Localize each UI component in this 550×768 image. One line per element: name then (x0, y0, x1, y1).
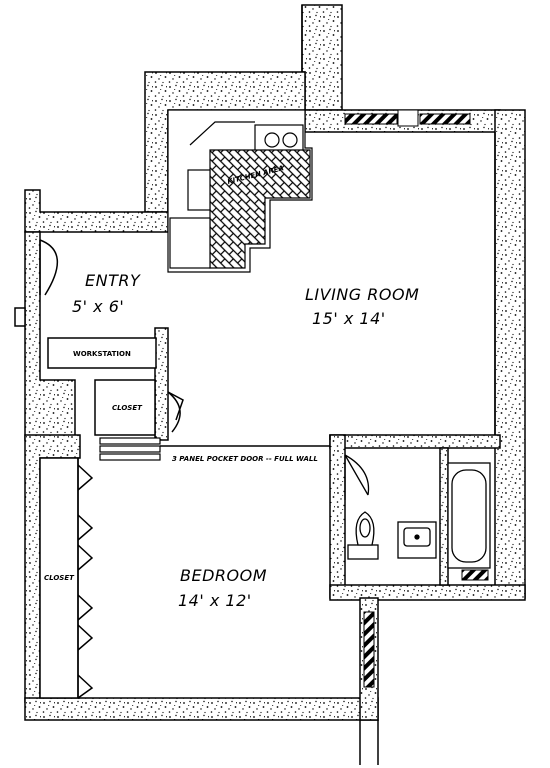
entry-size: 5' x 6' (72, 297, 124, 316)
kitchen (167, 109, 313, 273)
window-living-2 (419, 113, 471, 125)
wall-bath-bottom (329, 584, 526, 601)
wall-closet-right (154, 327, 169, 441)
kitchen-fridge (169, 217, 211, 269)
wall-entry-left (24, 231, 76, 441)
windows (344, 109, 489, 688)
pocket-door-label: 3 PANEL POCKET DOOR -- FULL WALL (172, 455, 318, 463)
window-living-1 (344, 113, 398, 125)
wall-right (494, 109, 526, 599)
workstation-label: WORKSTATION (73, 350, 131, 358)
closet-bifold-doors (77, 464, 94, 699)
wall-bath-top (329, 434, 501, 449)
closet-entry-label: CLOSET (112, 404, 143, 412)
burner-icon (282, 132, 298, 148)
bathtub (447, 462, 491, 569)
wall-bath-left (329, 434, 346, 599)
window-right-lower (363, 611, 375, 688)
living-room-name: LIVING ROOM (305, 285, 419, 304)
window-frame (397, 109, 419, 127)
entry-name: ENTRY (85, 271, 141, 290)
wall-top-chimney (301, 4, 343, 111)
entry-closet (94, 379, 184, 436)
bathroom (344, 454, 491, 569)
bedroom-name: BEDROOM (180, 566, 267, 585)
toilet (347, 511, 379, 560)
closet-door-swing (167, 391, 184, 421)
window-bath (461, 569, 489, 581)
living-room-size: 15' x 14' (312, 309, 386, 328)
pocket-door (99, 437, 330, 461)
bath-door-swing (344, 454, 370, 496)
wall-bath-divider (439, 447, 449, 586)
wall-bedroom-bottom (24, 697, 379, 721)
kitchen-cabinet-line (189, 121, 255, 146)
bedroom-closet (39, 457, 94, 699)
closet-bedroom-label: CLOSET (44, 574, 75, 582)
bedroom-size: 14' x 12' (178, 591, 252, 610)
sink (397, 521, 437, 559)
kitchen-cabinet (187, 169, 211, 211)
kitchen-tile-area (209, 149, 311, 269)
entry-door (14, 239, 59, 327)
burner-icon (264, 132, 280, 148)
workstation (47, 337, 157, 369)
